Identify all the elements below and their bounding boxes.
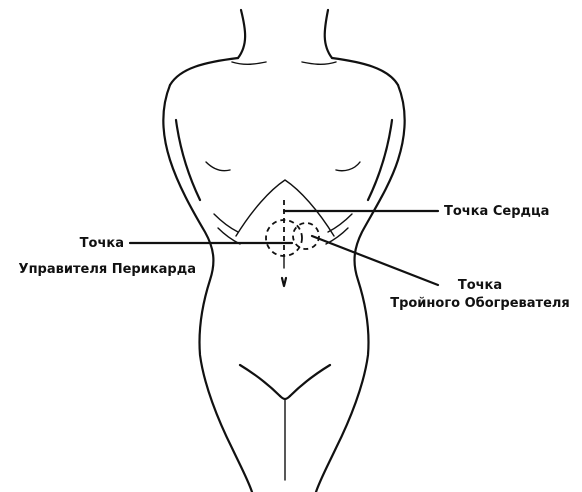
triple-warmer-zone bbox=[293, 223, 319, 249]
shoulder-right bbox=[332, 58, 398, 85]
torso-figure bbox=[163, 10, 405, 492]
chest-right bbox=[336, 162, 360, 171]
triple-warmer-label-line2: Тройного Обогревателя bbox=[390, 296, 570, 311]
triple-warmer-label-line1: Точка bbox=[458, 278, 502, 293]
groin-left bbox=[240, 365, 280, 396]
acupoint-zones bbox=[266, 200, 319, 256]
body-left-outline bbox=[163, 85, 252, 492]
arm-right-inner bbox=[368, 120, 392, 200]
point-labels: Точка Сердца Точка Управителя Перикарда … bbox=[19, 204, 570, 311]
body-right-outline bbox=[316, 85, 405, 492]
ribs-left bbox=[214, 214, 240, 244]
neck-right bbox=[325, 10, 332, 58]
pericardium-label-line1: Точка bbox=[80, 236, 124, 251]
heart-point-label: Точка Сердца bbox=[444, 204, 549, 219]
neck-left bbox=[238, 10, 245, 58]
shoulder-left bbox=[170, 58, 238, 85]
clavicle-left bbox=[232, 62, 266, 64]
ribcage-arch bbox=[236, 180, 334, 236]
groin-right bbox=[290, 365, 330, 396]
navel bbox=[282, 278, 286, 286]
arm-left-inner bbox=[176, 120, 200, 200]
pericardium-label-line2: Управителя Перикарда bbox=[19, 262, 196, 277]
triple-warmer-point-pointer bbox=[312, 236, 438, 285]
chest-left bbox=[206, 162, 230, 171]
groin-center bbox=[280, 396, 290, 399]
clavicle-right bbox=[302, 62, 336, 64]
